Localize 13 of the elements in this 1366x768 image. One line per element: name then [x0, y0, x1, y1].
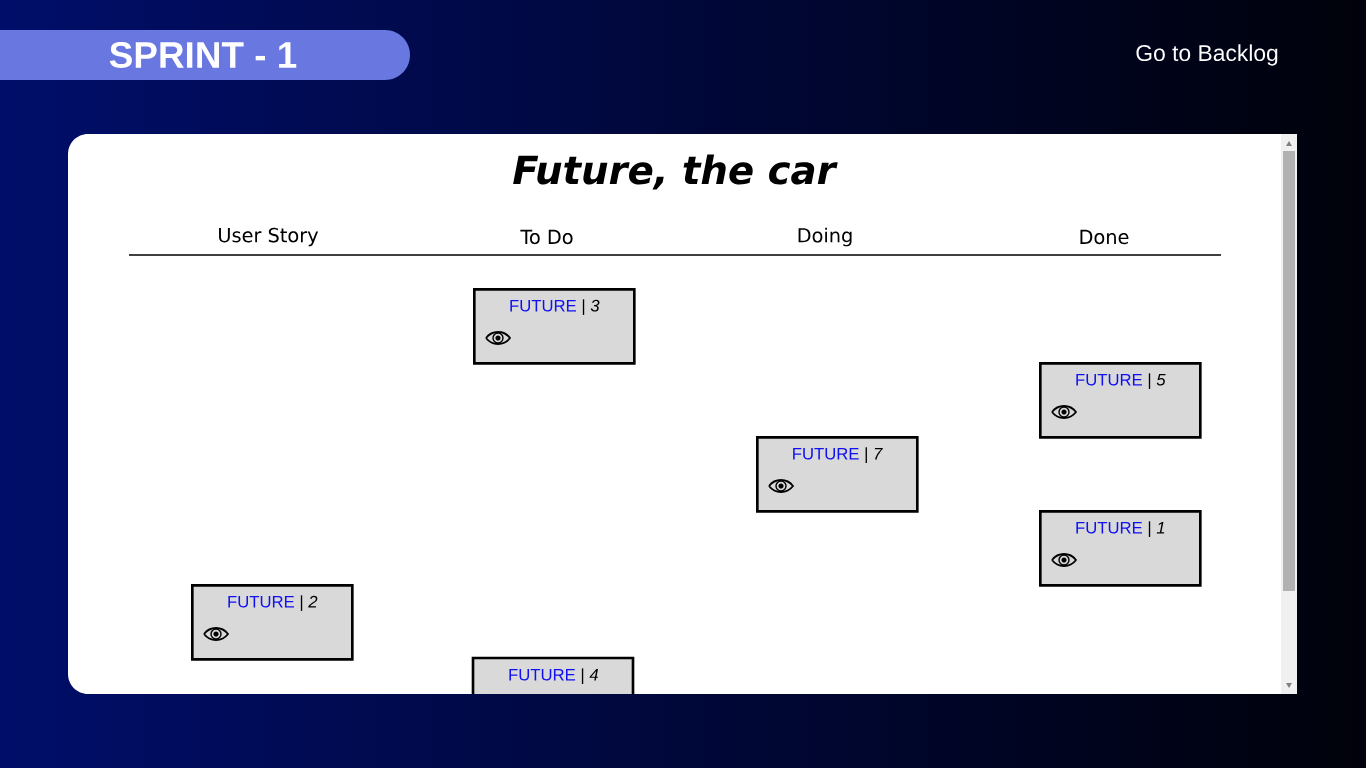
task-card: FUTURE | 7	[756, 436, 919, 513]
task-card: FUTURE | 4	[471, 656, 635, 694]
task-card: FUTURE | 1	[1039, 510, 1202, 587]
board-title: Future, the car	[513, 154, 838, 190]
column-header: User Story	[219, 227, 319, 247]
task-card: FUTURE | 2	[191, 584, 354, 661]
column-header: Doing	[798, 227, 852, 247]
backlog-link: Go to Backlog	[1136, 44, 1278, 66]
column-header: To Do	[520, 229, 573, 245]
task-card: FUTURE | 3	[473, 288, 636, 365]
sprint-banner: SPRINT - 1	[0, 30, 410, 80]
column-header: Done	[1080, 229, 1129, 245]
task-card: FUTURE | 5	[1039, 362, 1202, 439]
